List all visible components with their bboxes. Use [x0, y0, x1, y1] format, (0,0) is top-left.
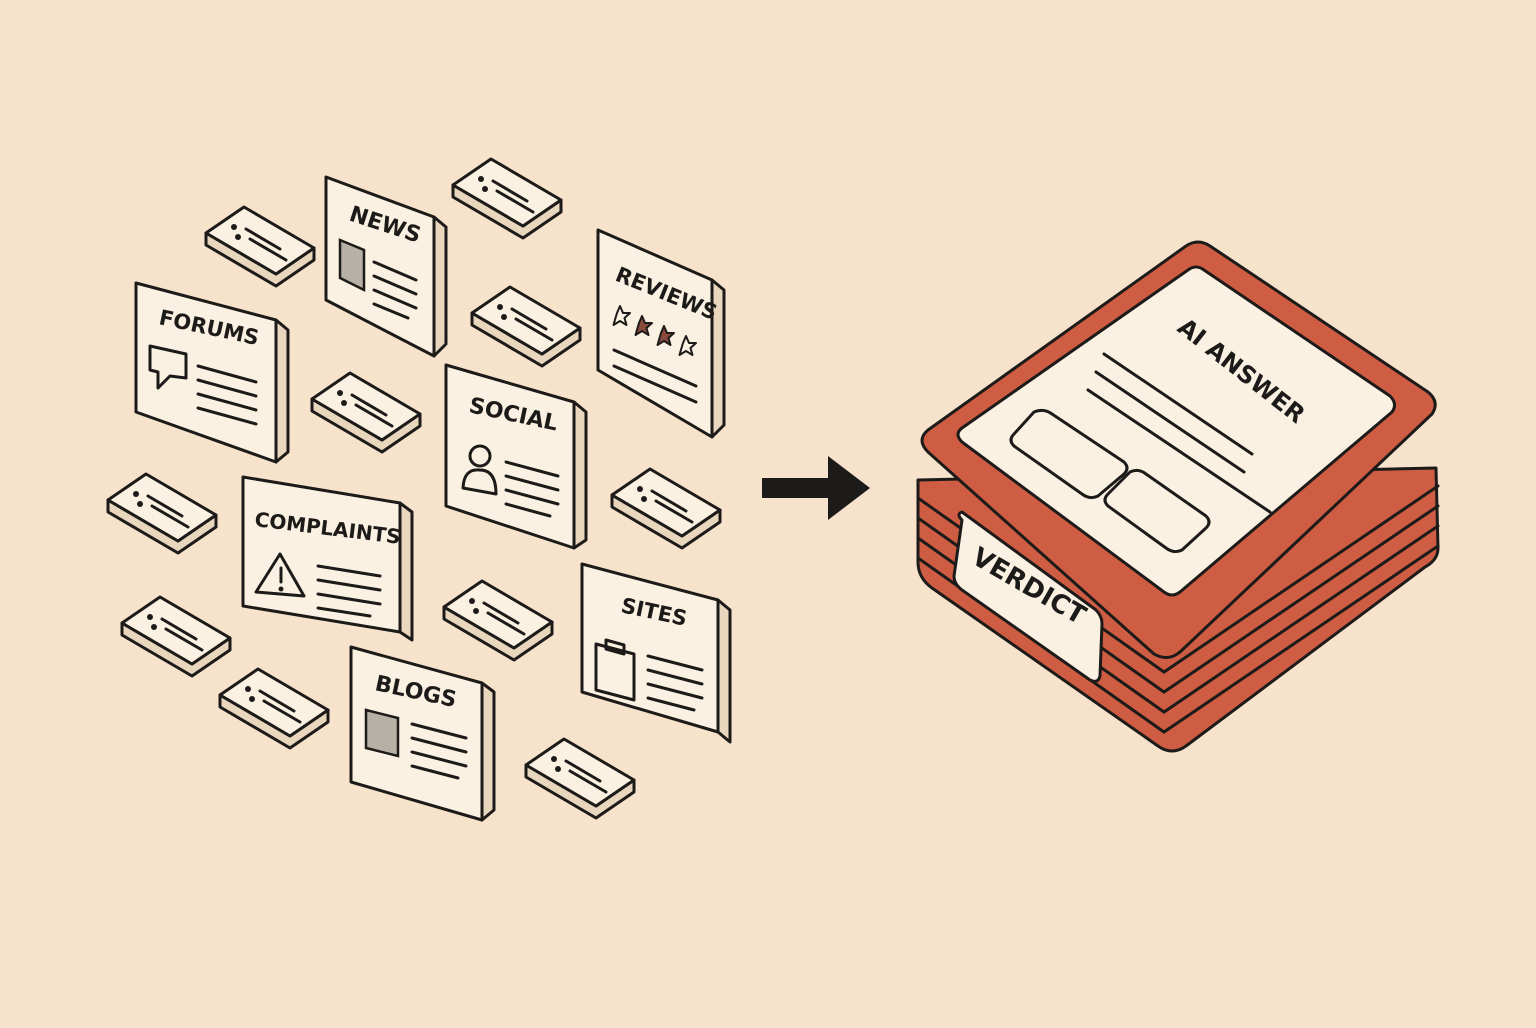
complaints-card: COMPLAINTS — [241, 475, 414, 642]
warning-icon — [254, 552, 306, 598]
snippet-tile — [204, 205, 316, 288]
person-icon — [461, 444, 498, 496]
forums-card: FORUMS — [134, 281, 290, 464]
answer-block-left — [1009, 408, 1129, 500]
snippet-tile — [451, 157, 563, 240]
snippet-tile — [470, 285, 582, 368]
social-card: SOCIAL — [444, 363, 588, 550]
speech-bubble-icon — [148, 344, 188, 390]
newspaper-image-icon — [338, 238, 366, 293]
snippet-tile — [120, 595, 232, 678]
snippet-tile — [442, 579, 554, 662]
image-thumbnail-icon — [364, 708, 400, 758]
sites-card: SITES — [580, 562, 732, 744]
snippet-tile — [610, 467, 722, 550]
news-card: NEWS — [324, 175, 448, 358]
snippet-tile — [218, 667, 330, 750]
answer-block-right — [1103, 468, 1211, 554]
arrow-right-icon — [762, 456, 870, 520]
ai-answer-stack: AI ANSWER VERDICT — [916, 240, 1440, 753]
snippet-tile — [524, 737, 636, 820]
snippet-tile — [310, 371, 422, 454]
clipboard-icon — [594, 638, 636, 702]
snippet-tile — [106, 472, 218, 555]
blogs-card: BLOGS — [349, 645, 496, 822]
reviews-card: REVIEWS — [596, 228, 726, 439]
